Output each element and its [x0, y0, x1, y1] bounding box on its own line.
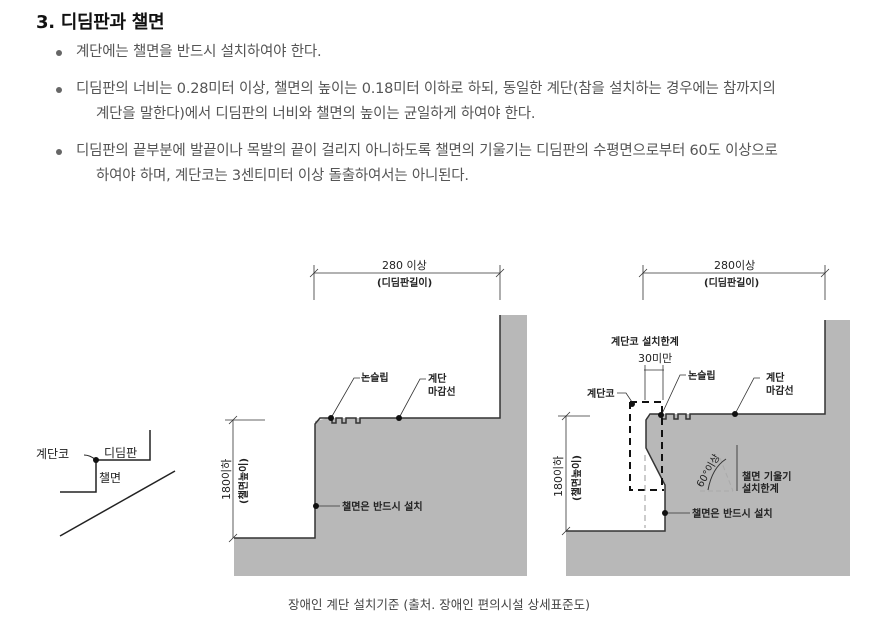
nosing-dot-icon — [93, 457, 99, 463]
left-height-sub: (챌면높이) — [237, 458, 250, 504]
slope-label-2: 설치한계 — [742, 482, 779, 495]
right-riser-note: 챌면은 반드시 설치 — [692, 507, 773, 520]
left-riser-note: 챌면은 반드시 설치 — [342, 500, 423, 513]
right-height-sub: (챌면높이) — [570, 455, 583, 501]
slope-label-1: 챌면 기울기 — [742, 470, 791, 483]
bullet-item: 계단에는 챌면을 반드시 설치하여야 한다. — [0, 40, 878, 65]
bullet-list: 계단에는 챌면을 반드시 설치하여야 한다. 디딤판의 너비는 0.28미터 이… — [0, 40, 878, 201]
nosing-dimension: 30미만 — [638, 352, 672, 365]
bullet-text-continued: 하여야 하며, 계단코는 3센티미터 이상 돌출하여서는 아니된다. — [96, 168, 469, 184]
left-nonslip-label: 논슬립 — [361, 371, 389, 384]
bullet-text: 계단에는 챌면을 반드시 설치하여야 한다. — [76, 44, 322, 60]
right-edge-label-2: 마감선 — [766, 384, 794, 397]
bullet-item: 디딤판의 너비는 0.28미터 이상, 챌면의 높이는 0.18미터 이하로 하… — [0, 77, 878, 127]
right-nonslip-label: 논슬립 — [688, 369, 716, 382]
section-heading: 3. 디딤판과 챌면 — [36, 12, 165, 33]
bullet-text: 디딤판의 끝부분에 발끝이나 목발의 끝이 걸리지 아니하도록 챌면의 기울기는… — [76, 143, 778, 159]
label-riser: 챌면 — [99, 471, 121, 485]
left-width-dimension: 280 이상 — [382, 259, 427, 272]
nosing-limit-label: 계단코 설치한계 — [611, 335, 679, 348]
bullet-dot-icon — [56, 50, 62, 56]
right-height-dimension: 180이하 — [551, 456, 565, 497]
left-width-sub: (디딤판길이) — [377, 276, 432, 289]
left-edge-label-1: 계단 — [428, 372, 447, 385]
bullet-text-continued: 계단을 말한다)에서 디딤판의 너비와 챌면의 높이는 균일하게 하여야 한다. — [96, 106, 536, 122]
right-nosing-label: 계단코 — [587, 387, 615, 400]
label-tread: 디딤판 — [104, 446, 137, 460]
stair-diagram-figure: 계단코 디딤판 챌면 280 이상 (디딤판길이) — [0, 240, 878, 590]
right-width-sub: (디딤판길이) — [704, 276, 759, 289]
left-stair-diagram — [225, 265, 527, 576]
bullet-dot-icon — [56, 87, 62, 93]
bullet-item: 디딤판의 끝부분에 발끝이나 목발의 끝이 걸리지 아니하도록 챌면의 기울기는… — [0, 139, 878, 189]
bullet-dot-icon — [56, 149, 62, 155]
right-width-dimension: 280이상 — [714, 259, 755, 272]
bullet-text: 디딤판의 너비는 0.28미터 이상, 챌면의 높이는 0.18미터 이하로 하… — [76, 81, 776, 97]
figure-caption: 장애인 계단 설치기준 (출처. 장애인 편의시설 상세표준도) — [287, 597, 591, 612]
label-nosing: 계단코 — [36, 447, 69, 461]
stair-diagram-svg: 계단코 디딤판 챌면 280 이상 (디딤판길이) — [36, 259, 850, 576]
left-edge-label-2: 마감선 — [428, 385, 456, 398]
right-edge-label-1: 계단 — [766, 371, 785, 384]
right-stair-diagram — [558, 265, 850, 576]
left-height-dimension: 180이하 — [219, 459, 233, 500]
